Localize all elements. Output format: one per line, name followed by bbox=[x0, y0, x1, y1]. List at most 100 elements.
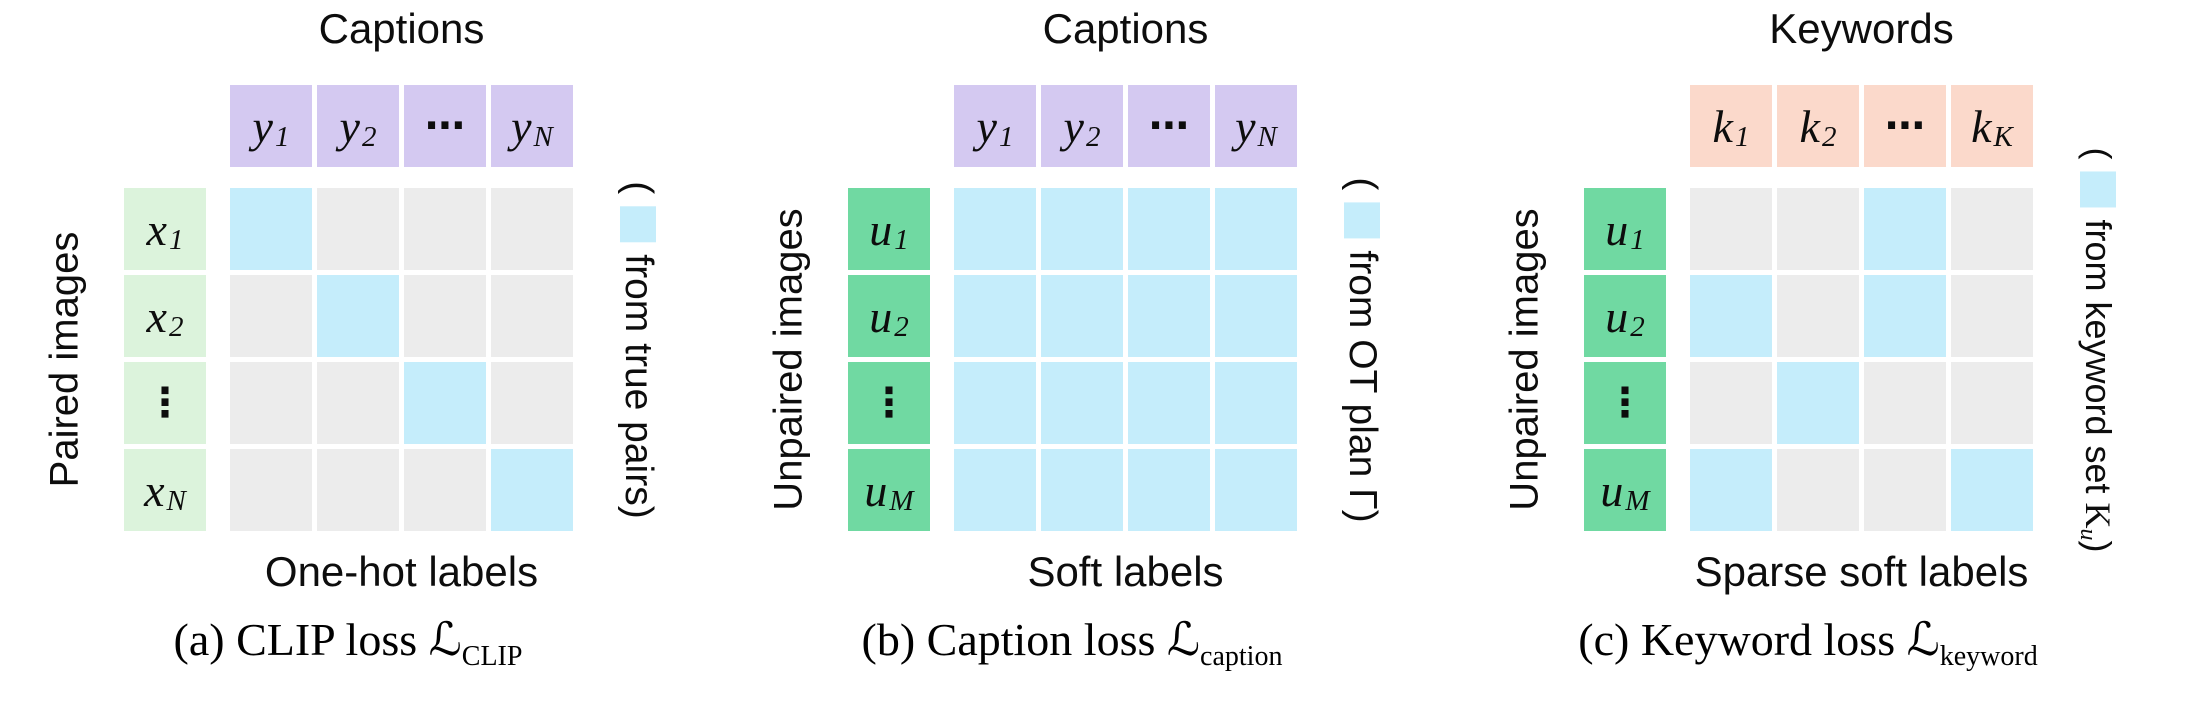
label-matrix bbox=[954, 188, 1297, 531]
matrix-cell bbox=[1777, 449, 1859, 531]
column-header-text: y bbox=[976, 100, 997, 152]
matrix-cell bbox=[1951, 275, 2033, 357]
row-header-text: x bbox=[146, 203, 167, 255]
matrix-cell-highlighted bbox=[1777, 362, 1859, 444]
legend-color-swatch bbox=[2080, 171, 2116, 208]
legend-text: from OT plan Γ bbox=[1341, 250, 1384, 510]
matrix-cell bbox=[1777, 188, 1859, 270]
legend-wrap: ( from keyword set K u ) bbox=[2056, 85, 2140, 615]
column-header-text: k bbox=[1799, 100, 1820, 152]
matrix-cell-highlighted bbox=[491, 449, 573, 531]
caption-subscript: keyword bbox=[1939, 640, 2038, 672]
column-header-text: y bbox=[1063, 100, 1084, 152]
legend-color-swatch bbox=[620, 206, 656, 243]
left-axis-label: Paired images bbox=[42, 231, 87, 488]
matrix-cell-highlighted bbox=[1041, 275, 1123, 357]
matrix-cell bbox=[1690, 188, 1772, 270]
column-header-cell: ⋯ bbox=[1128, 85, 1210, 167]
matrix-cell-highlighted bbox=[954, 188, 1036, 270]
legend: ( from true pairs ) bbox=[616, 181, 660, 518]
ellipsis-horizontal: ⋯ bbox=[1149, 103, 1189, 149]
row-header-text: u bbox=[1605, 290, 1629, 342]
caption-subscript: caption bbox=[1200, 640, 1283, 672]
left-axis-label-wrap: Unpaired images bbox=[750, 188, 828, 531]
row-header-text: u bbox=[1600, 464, 1624, 516]
left-axis-label-wrap: Paired images bbox=[26, 188, 104, 531]
legend-wrap: ( from true pairs ) bbox=[596, 85, 680, 615]
row-header-cell: ⋮ bbox=[848, 362, 930, 444]
legend: ( from keyword set K u ) bbox=[2076, 147, 2120, 552]
matrix-cell-highlighted bbox=[954, 362, 1036, 444]
matrix-cell-highlighted bbox=[317, 275, 399, 357]
column-header-text: y bbox=[1235, 100, 1256, 152]
ellipsis-vertical: ⋮ bbox=[1605, 380, 1645, 426]
row-header-cell: ⋮ bbox=[124, 362, 206, 444]
legend-text: from true pairs bbox=[617, 254, 660, 506]
legend: ( from OT plan Γ ) bbox=[1340, 177, 1384, 522]
label-matrix bbox=[1690, 188, 2033, 531]
matrix-cell-highlighted bbox=[1864, 188, 1946, 270]
column-header-text: y bbox=[339, 100, 360, 152]
script-L-symbol: ℒ bbox=[1906, 612, 1940, 666]
panel-caption: (c) Keyword loss ℒkeyword bbox=[1478, 612, 2138, 670]
matrix-cell bbox=[317, 362, 399, 444]
legend-open-paren: ( bbox=[1341, 177, 1384, 191]
matrix-cell-highlighted bbox=[1690, 449, 1772, 531]
column-header-cell: ⋯ bbox=[404, 85, 486, 167]
column-header-text: k bbox=[1971, 100, 1992, 152]
row-header-text: u bbox=[869, 290, 893, 342]
caption-text: (c) Keyword loss bbox=[1578, 614, 1907, 665]
row-header-text: u bbox=[869, 203, 893, 255]
caption-text: (a) CLIP loss bbox=[173, 614, 429, 665]
matrix-cell-highlighted bbox=[1041, 188, 1123, 270]
left-axis-label: Unpaired images bbox=[766, 208, 811, 511]
caption-text: (b) Caption loss bbox=[861, 614, 1167, 665]
matrix-cell-highlighted bbox=[1215, 449, 1297, 531]
column-header-text: k bbox=[1712, 100, 1733, 152]
matrix-cell bbox=[404, 188, 486, 270]
matrix-cell bbox=[1690, 362, 1772, 444]
legend-open-paren: ( bbox=[2078, 147, 2119, 160]
caption-subscript: CLIP bbox=[461, 640, 523, 672]
matrix-cell-highlighted bbox=[1690, 275, 1772, 357]
legend-close-paren: ) bbox=[1341, 509, 1384, 523]
ellipsis-vertical: ⋮ bbox=[145, 380, 185, 426]
matrix-cell bbox=[404, 449, 486, 531]
left-axis-label-wrap: Unpaired images bbox=[1486, 188, 1564, 531]
panel-title: Keywords bbox=[1769, 5, 1954, 52]
panel-caption: (a) CLIP loss ℒCLIP bbox=[18, 612, 678, 670]
matrix-cell-highlighted bbox=[1215, 188, 1297, 270]
matrix-cell-highlighted bbox=[404, 362, 486, 444]
panel-title: Captions bbox=[318, 5, 485, 52]
script-L-symbol: ℒ bbox=[428, 612, 462, 666]
row-header-text: x bbox=[146, 290, 167, 342]
matrix-cell bbox=[404, 275, 486, 357]
row-header-text: u bbox=[1605, 203, 1629, 255]
matrix-cell-highlighted bbox=[1215, 362, 1297, 444]
matrix-cell-highlighted bbox=[954, 449, 1036, 531]
left-axis-label: Unpaired images bbox=[1502, 208, 1547, 511]
ellipsis-horizontal: ⋯ bbox=[425, 103, 465, 149]
matrix-type-label: Sparse soft labels bbox=[1694, 548, 2029, 595]
